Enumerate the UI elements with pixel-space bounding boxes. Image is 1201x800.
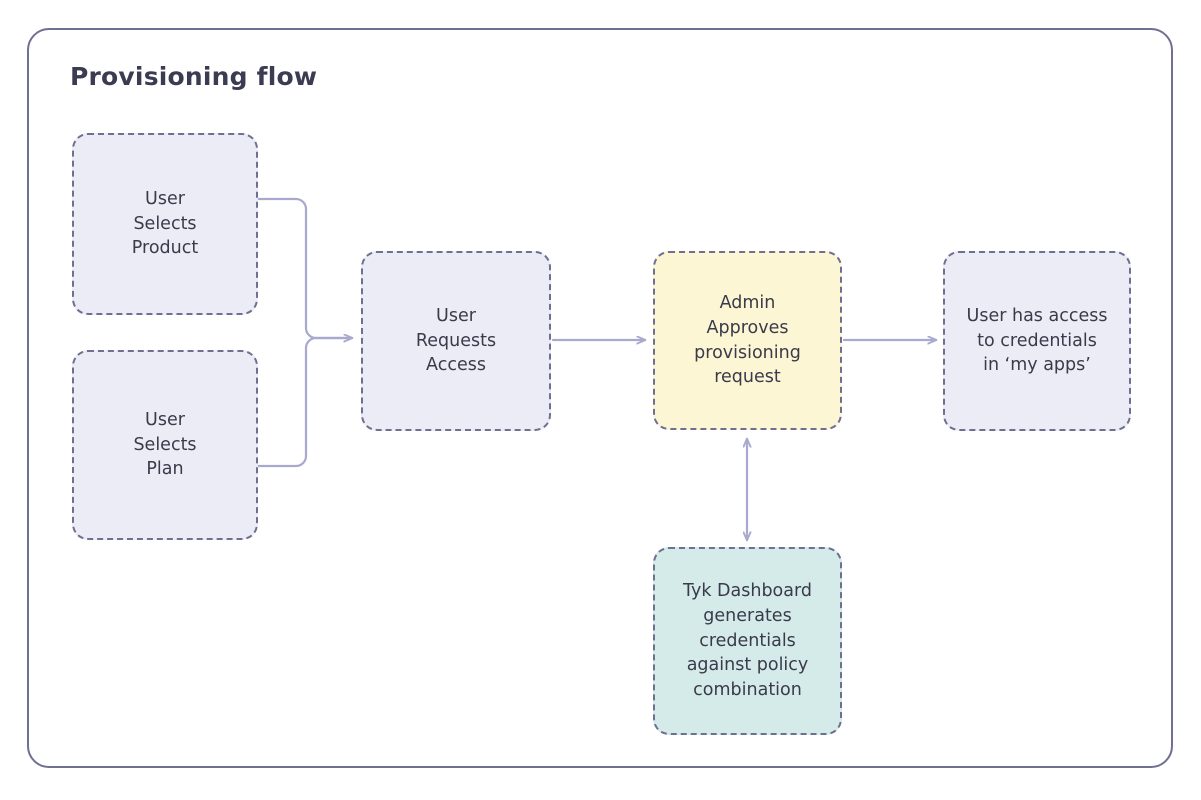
node-label: User Requests Access [415,305,497,376]
node-admin-approves[interactable]: Admin Approves provisioning request [653,251,842,430]
node-label: User Selects Plan [133,409,197,480]
node-request-access[interactable]: User Requests Access [361,251,551,431]
node-select-plan[interactable]: User Selects Plan [72,350,258,540]
node-label: User Selects Product [131,188,199,259]
node-label: Admin Approves provisioning request [694,292,801,388]
node-label: Tyk Dashboard generates credentials agai… [683,580,812,701]
node-tyk-dashboard[interactable]: Tyk Dashboard generates credentials agai… [653,547,842,735]
node-label: User has access to credentials in ‘my ap… [966,305,1108,376]
page-title: Provisioning flow [70,62,318,91]
diagram-frame [27,28,1173,768]
node-select-product[interactable]: User Selects Product [72,133,258,315]
node-user-access[interactable]: User has access to credentials in ‘my ap… [943,251,1131,431]
